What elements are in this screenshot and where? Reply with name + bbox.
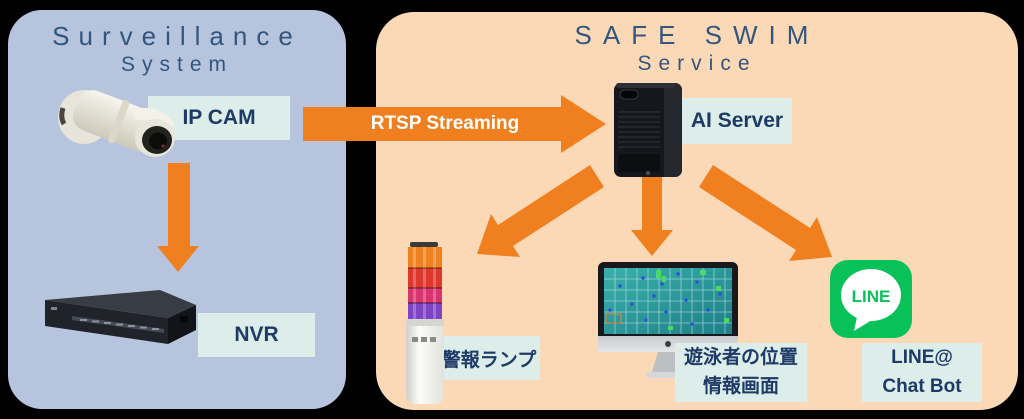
line-bot-label-line2: Chat Bot xyxy=(882,375,962,397)
line-bubble-icon: LINE xyxy=(841,269,901,331)
safe-swim-subtitle: Service xyxy=(637,52,757,75)
arrow-server-to-line xyxy=(699,165,832,261)
line-app-icon: LINE xyxy=(830,260,912,338)
rtsp-streaming-label: RTSP Streaming xyxy=(370,113,520,134)
nvr-label: NVR xyxy=(198,313,315,357)
position-screen-label: 遊泳者の位置 情報画面 xyxy=(675,343,807,402)
surveillance-subtitle: System xyxy=(120,53,233,76)
nvr-image xyxy=(42,286,200,355)
position-screen-label-line1: 遊泳者の位置 xyxy=(683,347,798,368)
line-logo-text: LINE xyxy=(852,287,891,306)
safe-swim-title: SAFE SWIM xyxy=(574,20,820,50)
arrow-ipcam-to-nvr xyxy=(157,163,199,272)
line-bot-label-line1: LINE@ xyxy=(891,347,953,368)
arrow-rtsp-streaming xyxy=(303,95,606,153)
surveillance-title: Surveillance xyxy=(52,21,302,51)
alarm-lamp-label: 警報ランプ xyxy=(438,336,540,380)
ai-server-label: AI Server xyxy=(682,98,792,144)
ip-camera-image xyxy=(57,74,187,174)
ai-server-image xyxy=(606,80,690,185)
line-bot-label: LINE@ Chat Bot xyxy=(862,343,982,402)
ip-camera-icon xyxy=(58,90,175,157)
nvr-icon xyxy=(45,290,196,344)
ai-server-icon xyxy=(614,83,682,177)
alarm-lamp-image xyxy=(402,242,448,413)
surveillance-panel: Surveillance System xyxy=(8,10,346,409)
ip-cam-label: IP CAM xyxy=(148,96,290,140)
arrow-server-to-lamp xyxy=(477,165,604,257)
arrow-server-to-screen xyxy=(631,177,673,256)
alarm-lamp-icon xyxy=(406,242,444,404)
position-screen-label-line2: 情報画面 xyxy=(702,375,779,397)
